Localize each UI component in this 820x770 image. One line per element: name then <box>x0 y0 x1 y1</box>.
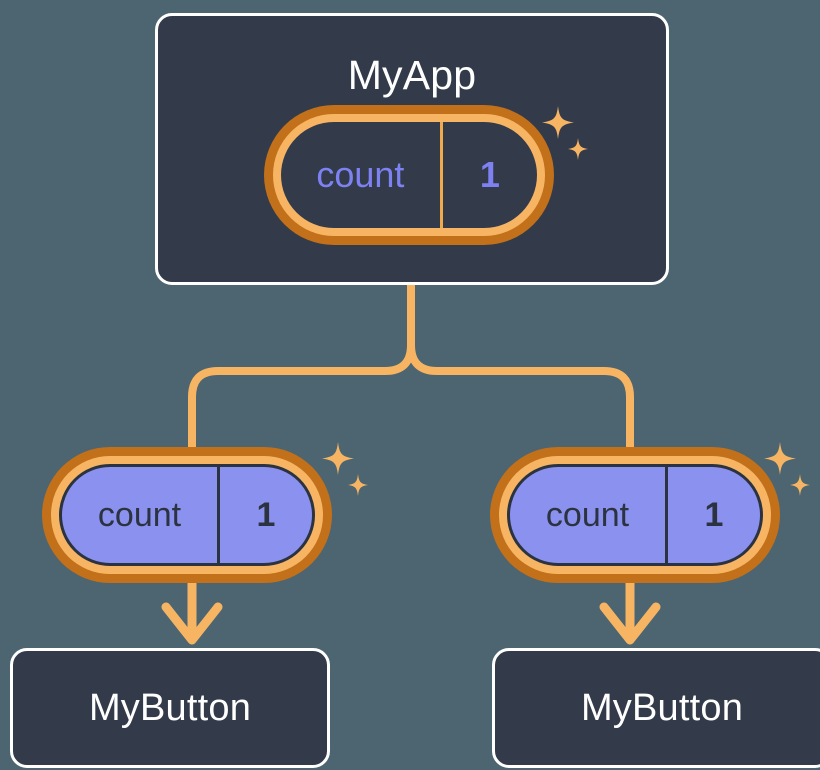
state-pill-ring: count 1 <box>51 456 323 574</box>
state-key: count <box>545 495 630 534</box>
node-label: MyButton <box>580 686 744 729</box>
state-pill-child-right[interactable]: count 1 <box>490 447 780 583</box>
connector-branch-left <box>188 341 415 454</box>
state-key: count <box>316 154 405 195</box>
connector-branch-right <box>407 341 634 454</box>
state-pill-child-left[interactable]: count 1 <box>42 447 332 583</box>
state-value: 1 <box>665 467 760 563</box>
page-title: MyApp <box>347 52 477 98</box>
state-value: 1 <box>439 122 537 228</box>
state-pill-body: count 1 <box>281 122 537 228</box>
state-key: count <box>97 495 182 534</box>
state-pill-body: count 1 <box>59 464 315 566</box>
state-pill-myapp[interactable]: count 1 <box>264 105 554 245</box>
node-mybutton-right[interactable]: MyButton <box>492 648 820 768</box>
state-pill-body: count 1 <box>507 464 763 566</box>
arrow-down-icon-right <box>599 602 661 645</box>
node-label: MyButton <box>88 686 252 729</box>
node-mybutton-left[interactable]: MyButton <box>10 648 330 768</box>
state-pill-ring: count 1 <box>273 114 545 236</box>
state-value: 1 <box>217 467 312 563</box>
state-pill-ring: count 1 <box>499 456 771 574</box>
arrow-down-icon-left <box>161 602 223 645</box>
